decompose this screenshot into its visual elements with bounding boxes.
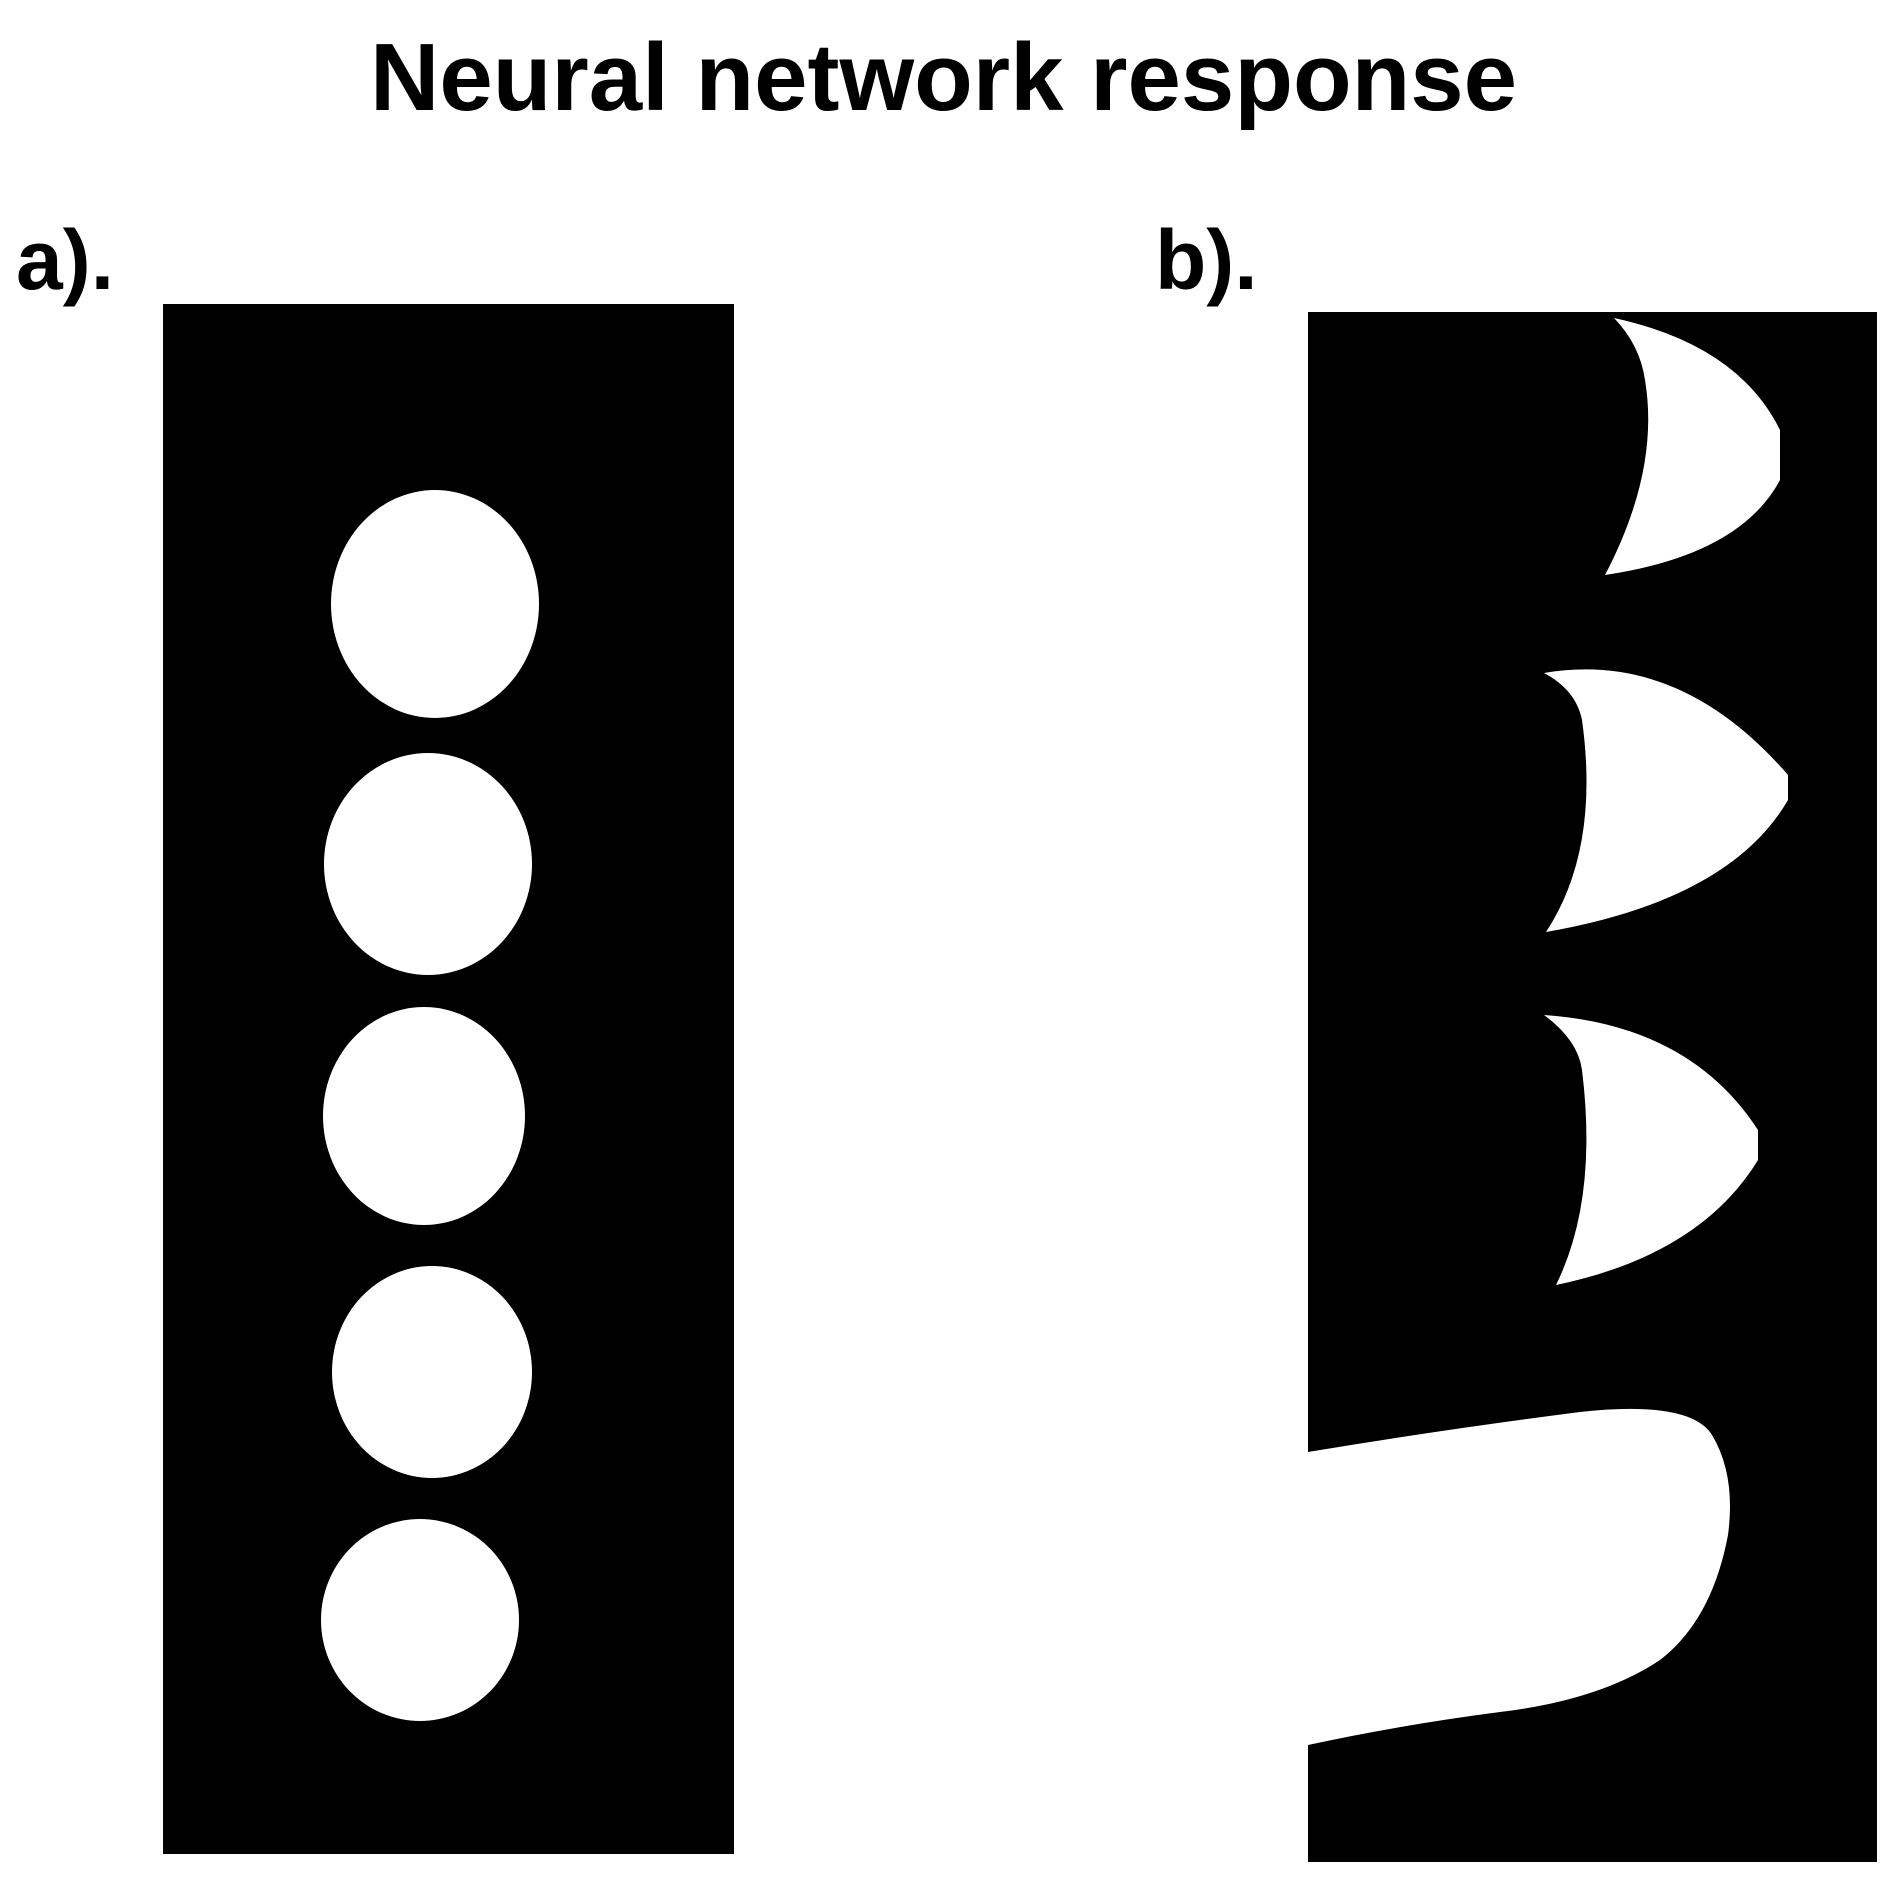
figure-title: Neural network response: [369, 24, 1518, 131]
response-crescent-1: [1605, 318, 1780, 575]
response-circle-1: [331, 490, 539, 718]
response-finger-shape: [1308, 1408, 1730, 1745]
response-circle-5: [321, 1519, 519, 1721]
response-crescent-2: [1544, 669, 1788, 932]
panel-a: [163, 304, 734, 1854]
panel-a-label: a).: [16, 213, 115, 307]
panel-b: [1308, 312, 1877, 1862]
response-circle-4: [332, 1266, 532, 1478]
response-circle-3: [323, 1007, 525, 1225]
response-circle-2: [324, 753, 532, 975]
response-crescent-3: [1544, 1015, 1758, 1285]
panel-b-label: b).: [1155, 213, 1258, 307]
